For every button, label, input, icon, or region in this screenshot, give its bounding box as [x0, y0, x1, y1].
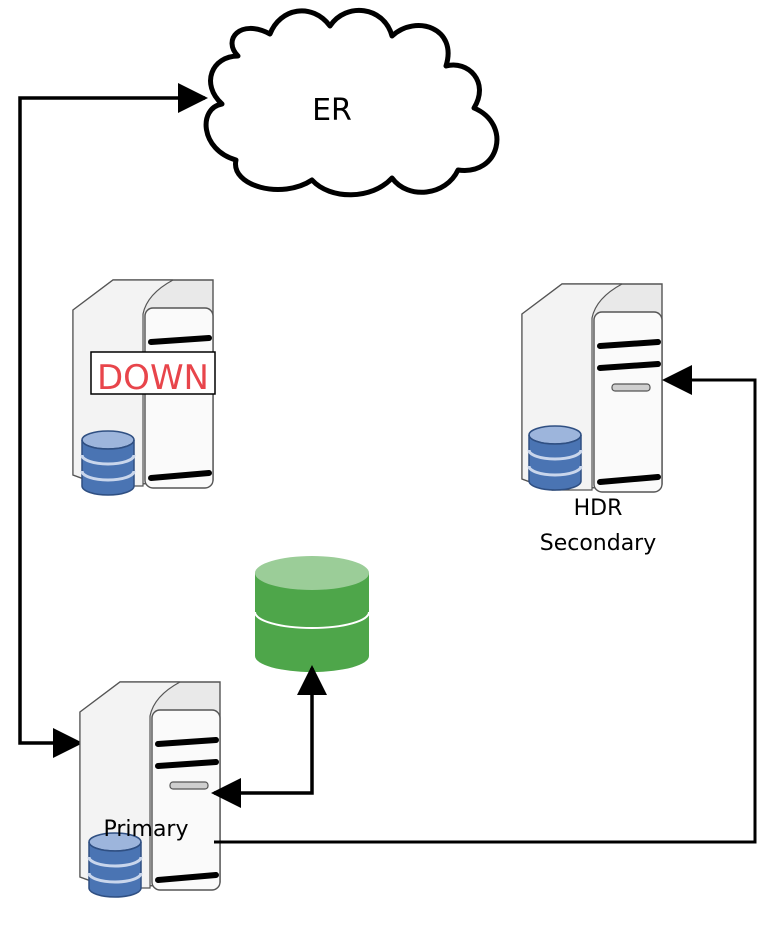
database-icon	[80, 429, 136, 497]
database-icon	[87, 831, 143, 899]
er-connection-line	[18, 83, 208, 758]
database-icon	[527, 424, 583, 492]
primary-label: Primary	[103, 817, 188, 842]
cloud-label: ER	[312, 93, 352, 128]
down-status-label: DOWN	[97, 358, 209, 398]
secondary-label-line1: HDR	[574, 496, 623, 521]
cloud-icon: ER	[203, 8, 500, 198]
secondary-label-line2: Secondary	[540, 531, 657, 556]
server-hdr-secondary	[522, 284, 662, 492]
server-down: DOWN	[73, 280, 216, 497]
down-status-box	[90, 351, 216, 395]
hdr-connection-line	[214, 365, 757, 844]
storage-connection-line	[211, 665, 327, 808]
shared-storage-icon	[254, 556, 370, 672]
server-primary	[80, 682, 220, 899]
